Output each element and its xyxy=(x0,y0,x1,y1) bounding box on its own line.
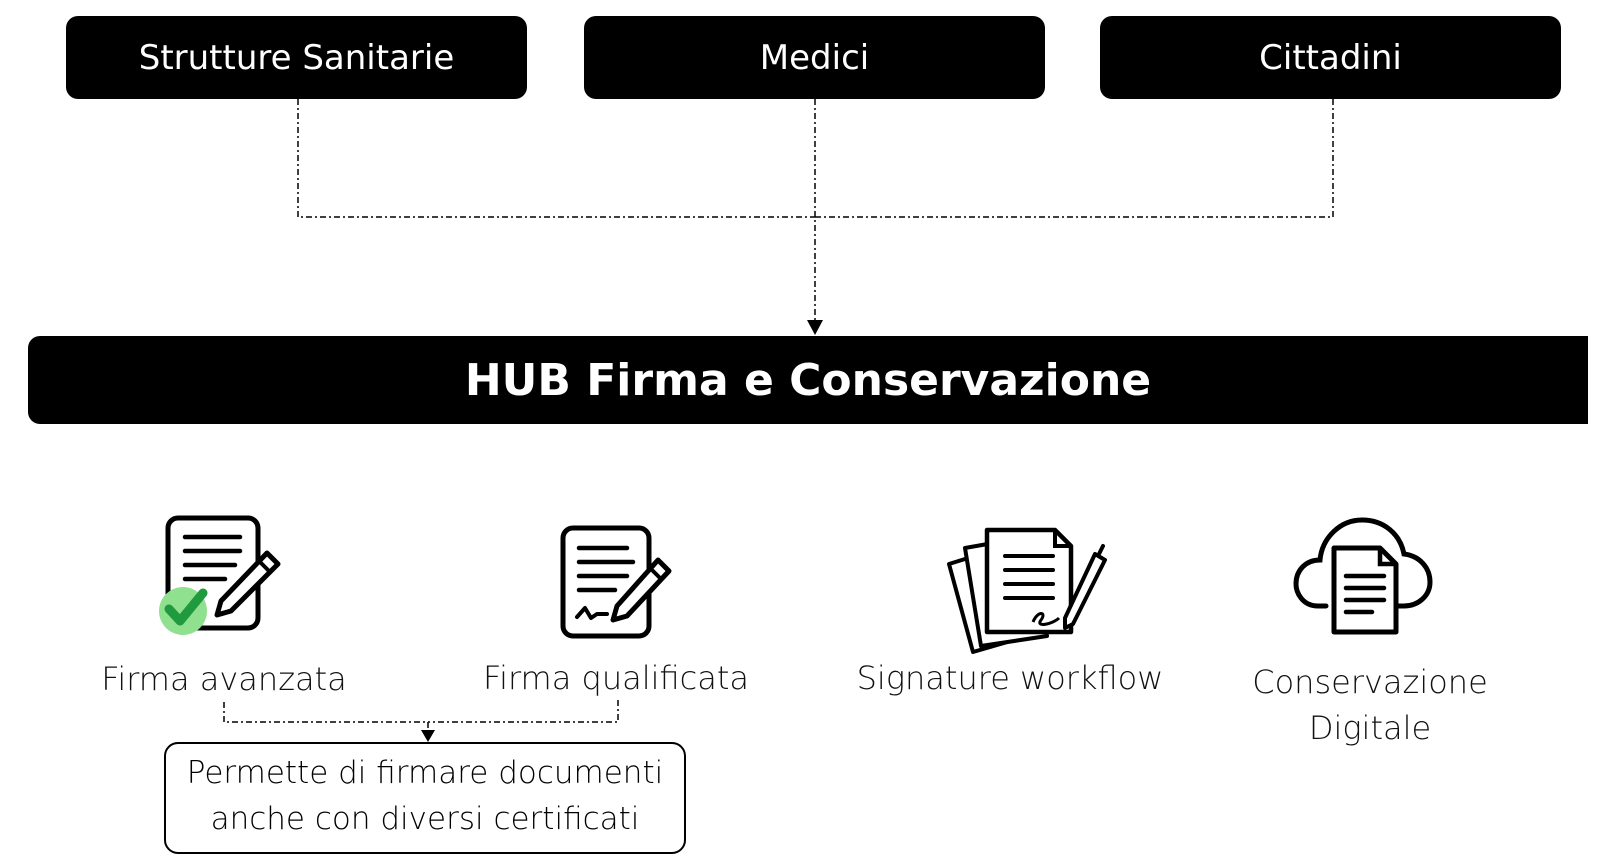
cloud-document-icon xyxy=(1293,517,1433,635)
connector-firma-qualificata xyxy=(428,700,619,723)
cittadini-label: Cittadini xyxy=(1259,37,1402,78)
medici-label: Medici xyxy=(759,37,870,78)
document-stack-pen-icon xyxy=(947,527,1107,654)
arrow-to-note xyxy=(421,730,435,742)
note-line2: anche con diversi certificati xyxy=(210,801,640,837)
signature-workflow-label: Signature workflow xyxy=(856,659,1164,697)
hub-title: HUB Firma e Conservazione xyxy=(464,354,1152,406)
firma-avanzata-label: Firma avanzata xyxy=(101,660,347,698)
strutture-sanitarie-box: Strutture Sanitarie xyxy=(66,16,527,99)
arrow-to-hub xyxy=(807,320,823,335)
connector-strutture xyxy=(297,99,815,218)
signed-document-pen-icon xyxy=(560,525,672,639)
firma-qualificata-label: Firma qualificata xyxy=(482,659,749,697)
hub-box: HUB Firma e Conservazione xyxy=(28,336,1588,424)
document-pen-check-icon xyxy=(159,515,281,635)
medici-box: Medici xyxy=(584,16,1045,99)
connector-cittadini xyxy=(815,99,1334,218)
cittadini-box: Cittadini xyxy=(1100,16,1561,99)
conservazione-digitale-label: Conservazione Digitale xyxy=(1230,659,1510,751)
note-line1: Permette di firmare documenti xyxy=(186,755,664,791)
certificates-note: Permette di firmare documenti anche con … xyxy=(164,742,686,854)
conservazione-label-line1: Conservazione xyxy=(1252,663,1488,701)
strutture-sanitarie-label: Strutture Sanitarie xyxy=(138,37,455,78)
conservazione-label-line2: Digitale xyxy=(1308,709,1432,747)
connector-firma-avanzata xyxy=(223,702,428,723)
